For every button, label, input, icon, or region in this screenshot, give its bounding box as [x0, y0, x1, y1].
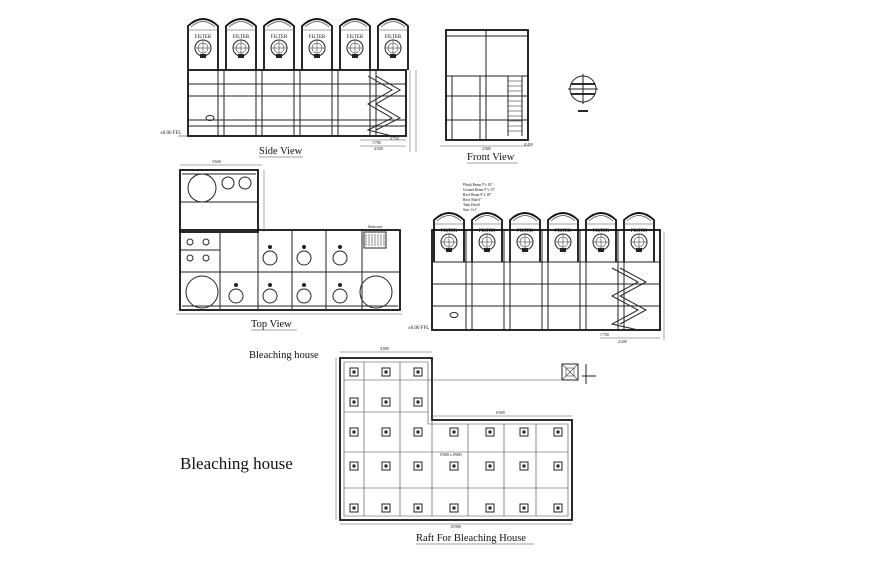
filter-unit: FILTER	[377, 18, 409, 70]
filter-unit: FILTER	[263, 18, 295, 70]
front-view-caption: Front View	[467, 152, 515, 163]
svg-text:1'700: 1'700	[372, 140, 381, 145]
filter-unit: FILTER	[301, 18, 333, 70]
filter-label: FILTER	[233, 35, 250, 40]
structural-note: Tank Detail	[463, 203, 480, 207]
svg-text:2'000: 2'000	[482, 146, 491, 151]
filter-label: FILTER	[479, 229, 496, 234]
filter-label: FILTER	[631, 229, 648, 234]
svg-text:0'750: 0'750	[390, 136, 399, 141]
filter-label: FILTER	[517, 229, 534, 234]
side-view-level: ±0.00 FFL	[160, 131, 181, 136]
filter-unit: FILTER	[187, 18, 219, 70]
filter-unit: FILTER	[433, 212, 465, 262]
filter-unit: FILTER	[225, 18, 257, 70]
filter-dome-row: FILTER FILTER FILTER FILTER FILTER FILTER	[187, 18, 409, 70]
filter-label: FILTER	[195, 35, 212, 40]
bleaching-house-title-large: Bleaching house	[180, 454, 293, 473]
filter-unit: FILTER	[471, 212, 503, 262]
svg-text:0'450: 0'450	[524, 142, 533, 147]
svg-text:4'200: 4'200	[618, 339, 627, 344]
svg-text:1'700: 1'700	[600, 332, 609, 337]
elevation-2-level: ±0.00 FFL	[408, 326, 429, 331]
structural-note: Size 1'x1'	[463, 208, 477, 212]
filter-unit: FILTER	[547, 212, 579, 262]
section-marker-symbol	[568, 74, 598, 112]
svg-text:10'000: 10'000	[450, 524, 461, 529]
svg-text:6'000: 6'000	[496, 410, 505, 415]
svg-text:4'200: 4'200	[374, 146, 383, 151]
structural-note: Ground Beam 9"x 15"	[463, 188, 496, 192]
footing-detail	[561, 363, 596, 384]
filter-unit: FILTER	[339, 18, 371, 70]
svg-text:4'000: 4'000	[380, 346, 389, 351]
filter-unit: FILTER	[509, 212, 541, 262]
filter-label: FILTER	[593, 229, 610, 234]
filter-dome-row-2: FILTER FILTER FILTER FILTER FILTER FILTER	[433, 212, 655, 262]
raft-foundation-plan: 4'000 6'000 10'000 0'600 x 0'600 Raft Fo…	[335, 346, 596, 545]
svg-text:3'600: 3'600	[212, 159, 221, 164]
bleaching-house-title-small: Bleaching house	[249, 350, 319, 361]
filter-unit: FILTER	[585, 212, 617, 262]
staircase-label: Staircase	[368, 224, 383, 229]
top-view-plan: Staircase 3'600 Top View	[176, 159, 402, 331]
structural-note: Roof Slab 6"	[463, 198, 482, 202]
second-elevation: Plinth Beam 9"x 18"Ground Beam 9"x 15"Ro…	[408, 183, 665, 344]
svg-text:0'600 x 0'600: 0'600 x 0'600	[440, 452, 461, 457]
filter-unit: FILTER	[623, 212, 655, 262]
front-view-elevation: 2'000 0'450 Front View	[440, 29, 533, 164]
raft-caption: Raft For Bleaching House	[416, 533, 526, 544]
top-view-caption: Top View	[251, 319, 292, 330]
filter-label: FILTER	[347, 35, 364, 40]
side-view-caption: Side View	[259, 146, 303, 157]
filter-label: FILTER	[555, 229, 572, 234]
filter-label: FILTER	[385, 35, 402, 40]
structural-note: Roof Beam 9"x 18"	[463, 193, 492, 197]
filter-label: FILTER	[271, 35, 288, 40]
filter-label: FILTER	[441, 229, 458, 234]
filter-label: FILTER	[309, 35, 326, 40]
structural-note: Plinth Beam 9"x 18"	[463, 183, 493, 187]
side-view-elevation: FILTER FILTER FILTER FILTER FILTER FILTER 1'7…	[160, 18, 417, 158]
